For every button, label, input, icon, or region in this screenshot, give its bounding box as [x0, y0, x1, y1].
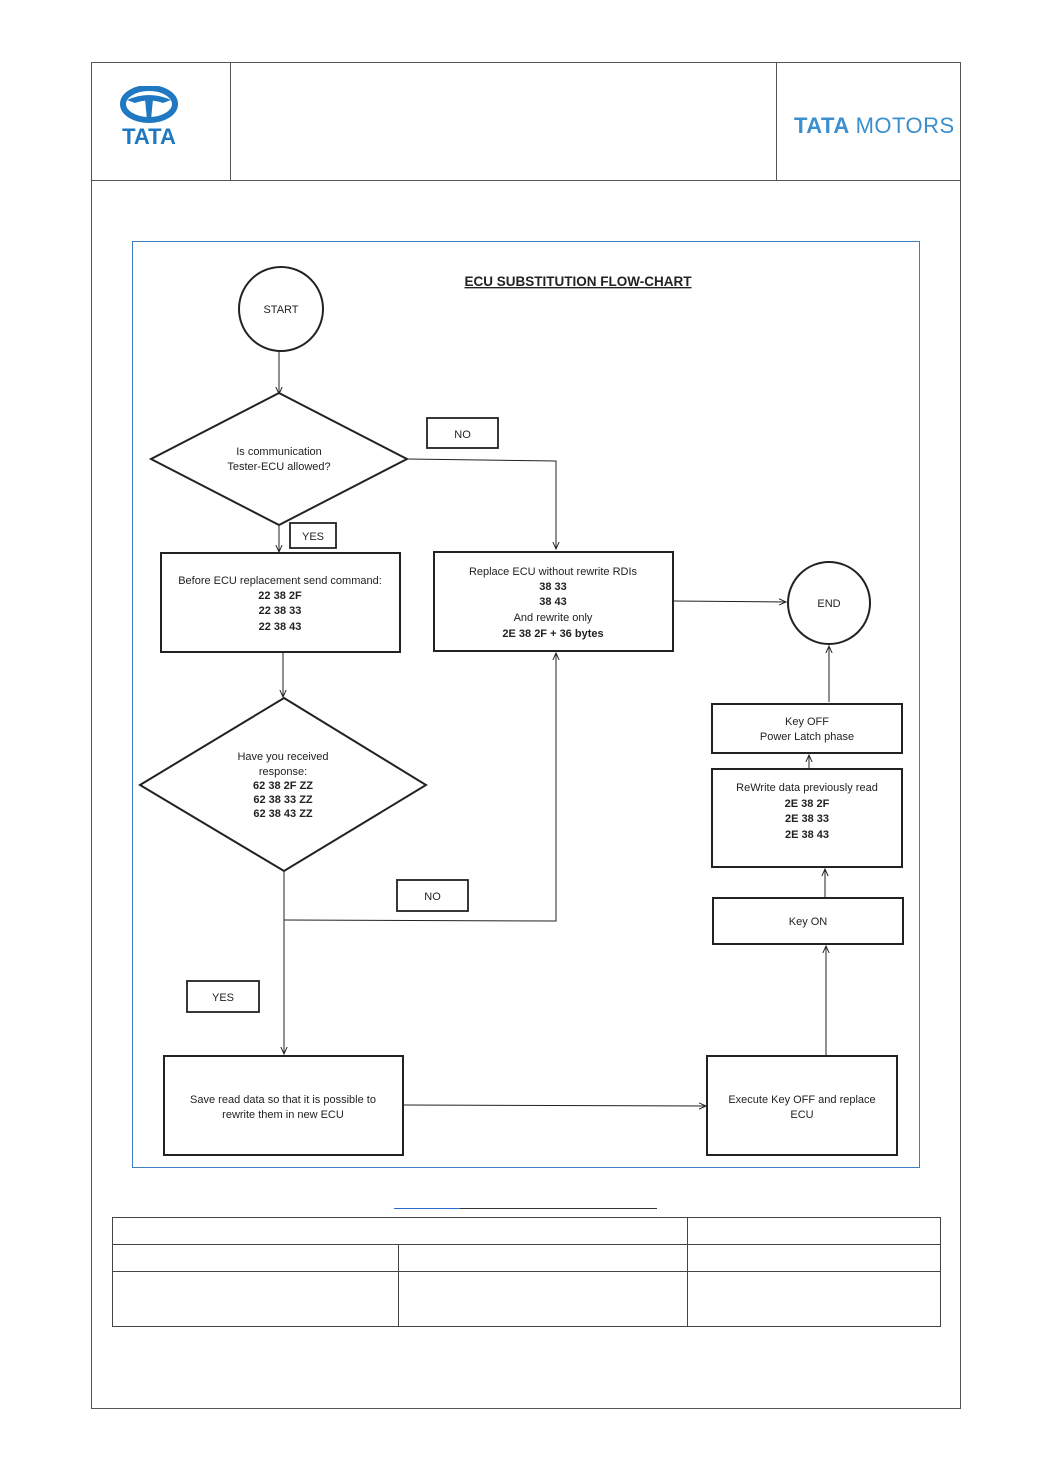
key-off-line1: Key OFF: [785, 716, 829, 728]
header-divider-right: [776, 62, 777, 181]
decision-communication-line1: Is communication: [236, 446, 322, 458]
brand-light: MOTORS: [855, 113, 955, 138]
replace-middle: And rewrite only: [514, 612, 593, 624]
arrow-no-to-replace-2: [283, 653, 556, 922]
replace-code-1: 38 33: [539, 581, 567, 593]
before-cmd-3: 22 38 43: [259, 621, 302, 633]
before-cmd-2: 22 38 33: [259, 605, 302, 617]
footer-row-3: [112, 1271, 941, 1327]
header-divider-left: [230, 62, 231, 181]
tata-emblem-icon: TATA: [120, 85, 178, 149]
save-data-line1: Save read data so that it is possible to: [190, 1094, 376, 1106]
underline-rule: [460, 1208, 657, 1209]
replace-code-2: 38 43: [539, 596, 567, 608]
footer-cell: [398, 1271, 688, 1327]
start-label: START: [263, 304, 298, 316]
save-data-box: [163, 1055, 404, 1156]
yes-label-2: YES: [212, 992, 234, 1004]
rewrite-code-1: 2E 38 2F: [785, 798, 830, 810]
footer-cell: [687, 1244, 941, 1272]
link-underline[interactable]: [394, 1208, 460, 1209]
decision-response-line1: Have you received: [237, 751, 328, 763]
footer-cell: [112, 1271, 399, 1327]
replace-ecu-title: Replace ECU without rewrite RDIs: [469, 566, 638, 578]
tata-motors-logo: TATA MOTORS: [794, 113, 955, 139]
execute-line2: ECU: [790, 1109, 813, 1121]
key-on-box: [712, 897, 904, 945]
rewrite-code-3: 2E 38 43: [785, 829, 829, 841]
header-row: [91, 62, 961, 181]
footer-cell: [398, 1244, 688, 1272]
response-code-1: 62 38 2F ZZ: [253, 780, 313, 792]
no-label-box-1: [426, 417, 499, 449]
arrow-replace-to-end: [672, 601, 786, 602]
end-label: END: [817, 598, 840, 610]
yes-label-1: YES: [302, 531, 324, 543]
rewrite-code-2: 2E 38 33: [785, 813, 829, 825]
decision-response-line2: response:: [259, 766, 307, 778]
page-frame: [91, 62, 961, 1409]
execute-line1: Execute Key OFF and replace: [728, 1094, 875, 1106]
yes-label-box-2: [186, 980, 260, 1013]
save-data-line2: rewrite them in new ECU: [222, 1109, 344, 1121]
yes-label-box-1: [289, 522, 337, 549]
footer-cell: [687, 1271, 941, 1327]
footer-row-1: [112, 1217, 941, 1245]
arrow-save-to-execute: [402, 1105, 706, 1106]
key-off-line2: Power Latch phase: [760, 731, 854, 743]
replace-last: 2E 38 2F + 36 bytes: [502, 628, 603, 640]
no-label-1: NO: [454, 429, 471, 441]
footer-cell: [112, 1244, 399, 1272]
end-node: [787, 561, 871, 645]
response-code-2: 62 38 33 ZZ: [253, 794, 313, 806]
decision-communication: [148, 391, 410, 527]
footer-cell: [687, 1217, 941, 1245]
before-replacement-box: [160, 552, 401, 653]
flowchart-title: ECU SUBSTITUTION FLOW-CHART: [465, 274, 693, 289]
arrow-no-to-replace: [406, 458, 556, 549]
footer-table: [112, 1217, 941, 1327]
start-node: [238, 266, 324, 352]
tata-logo-text: TATA: [122, 124, 176, 148]
rewrite-box: [711, 768, 903, 868]
no-label-2: NO: [424, 891, 441, 903]
footer-row-2: [112, 1244, 941, 1272]
before-replacement-title: Before ECU replacement send command:: [178, 575, 382, 587]
key-on-label: Key ON: [789, 916, 828, 928]
key-off-latch-box: [711, 703, 903, 754]
decision-communication-line2: Tester-ECU allowed?: [227, 461, 330, 473]
execute-key-off-box: [706, 1055, 898, 1156]
footer-cell: [112, 1217, 688, 1245]
brand-bold: TATA: [794, 113, 849, 138]
no-label-box-2: [396, 879, 469, 912]
before-cmd-1: 22 38 2F: [258, 590, 302, 602]
response-code-3: 62 38 43 ZZ: [253, 808, 313, 820]
flowchart-frame: ECU SUBSTITUTION FLOW-CHART START Is com…: [132, 241, 920, 1168]
tata-logo: TATA: [112, 85, 186, 149]
rewrite-title: ReWrite data previously read: [736, 782, 878, 794]
